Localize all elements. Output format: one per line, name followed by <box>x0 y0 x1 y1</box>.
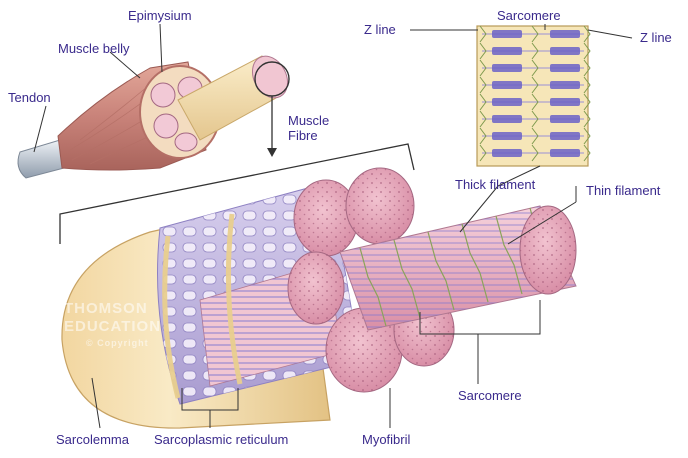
label-muscle-belly: Muscle belly <box>58 41 130 56</box>
label-thick-filament: Thick filament <box>455 177 536 192</box>
sarcomere-row <box>479 42 591 60</box>
watermark-line-1: THOMSON <box>64 300 148 317</box>
sarcomere-detail-box <box>476 25 591 167</box>
myofibril-cross-sections <box>287 167 455 393</box>
sarcomere-row <box>479 76 591 94</box>
label-sarcomere-bottom: Sarcomere <box>458 388 522 403</box>
z-band <box>359 247 387 327</box>
tendon-shape <box>17 139 65 179</box>
z-band <box>427 231 455 311</box>
watermark-line-3: © Copyright <box>86 338 149 348</box>
sarcomere-row <box>479 144 591 162</box>
label-myofibril: Myofibril <box>362 432 411 447</box>
label-sarcoplasmic-reticulum: Sarcoplasmic reticulum <box>154 432 289 447</box>
label-z-line-right: Z line <box>640 30 672 45</box>
sarcomere-row <box>479 59 591 77</box>
label-z-line-left: Z line <box>364 22 396 37</box>
label-sarcomere-top: Sarcomere <box>497 8 561 23</box>
z-band <box>393 239 421 319</box>
z-band <box>461 223 489 303</box>
label-epimysium: Epimysium <box>128 8 192 23</box>
z-band <box>495 215 523 295</box>
leader-lines <box>33 23 633 429</box>
sarcomere-row <box>479 127 591 145</box>
watermark-line-2: EDUCATION <box>64 318 162 335</box>
sarcomere-row <box>479 25 591 43</box>
sarcomere-row <box>479 110 591 128</box>
label-muscle-fibre: Muscle Fibre <box>288 113 330 143</box>
sarcomere-row <box>479 93 591 111</box>
label-thin-filament: Thin filament <box>586 183 661 198</box>
label-tendon: Tendon <box>8 90 51 105</box>
muscle-fibre-illustration <box>61 167 577 429</box>
muscle-belly-illustration <box>17 55 290 179</box>
label-sarcolemma: Sarcolemma <box>56 432 129 447</box>
muscle-fibre-bracket <box>59 143 415 244</box>
